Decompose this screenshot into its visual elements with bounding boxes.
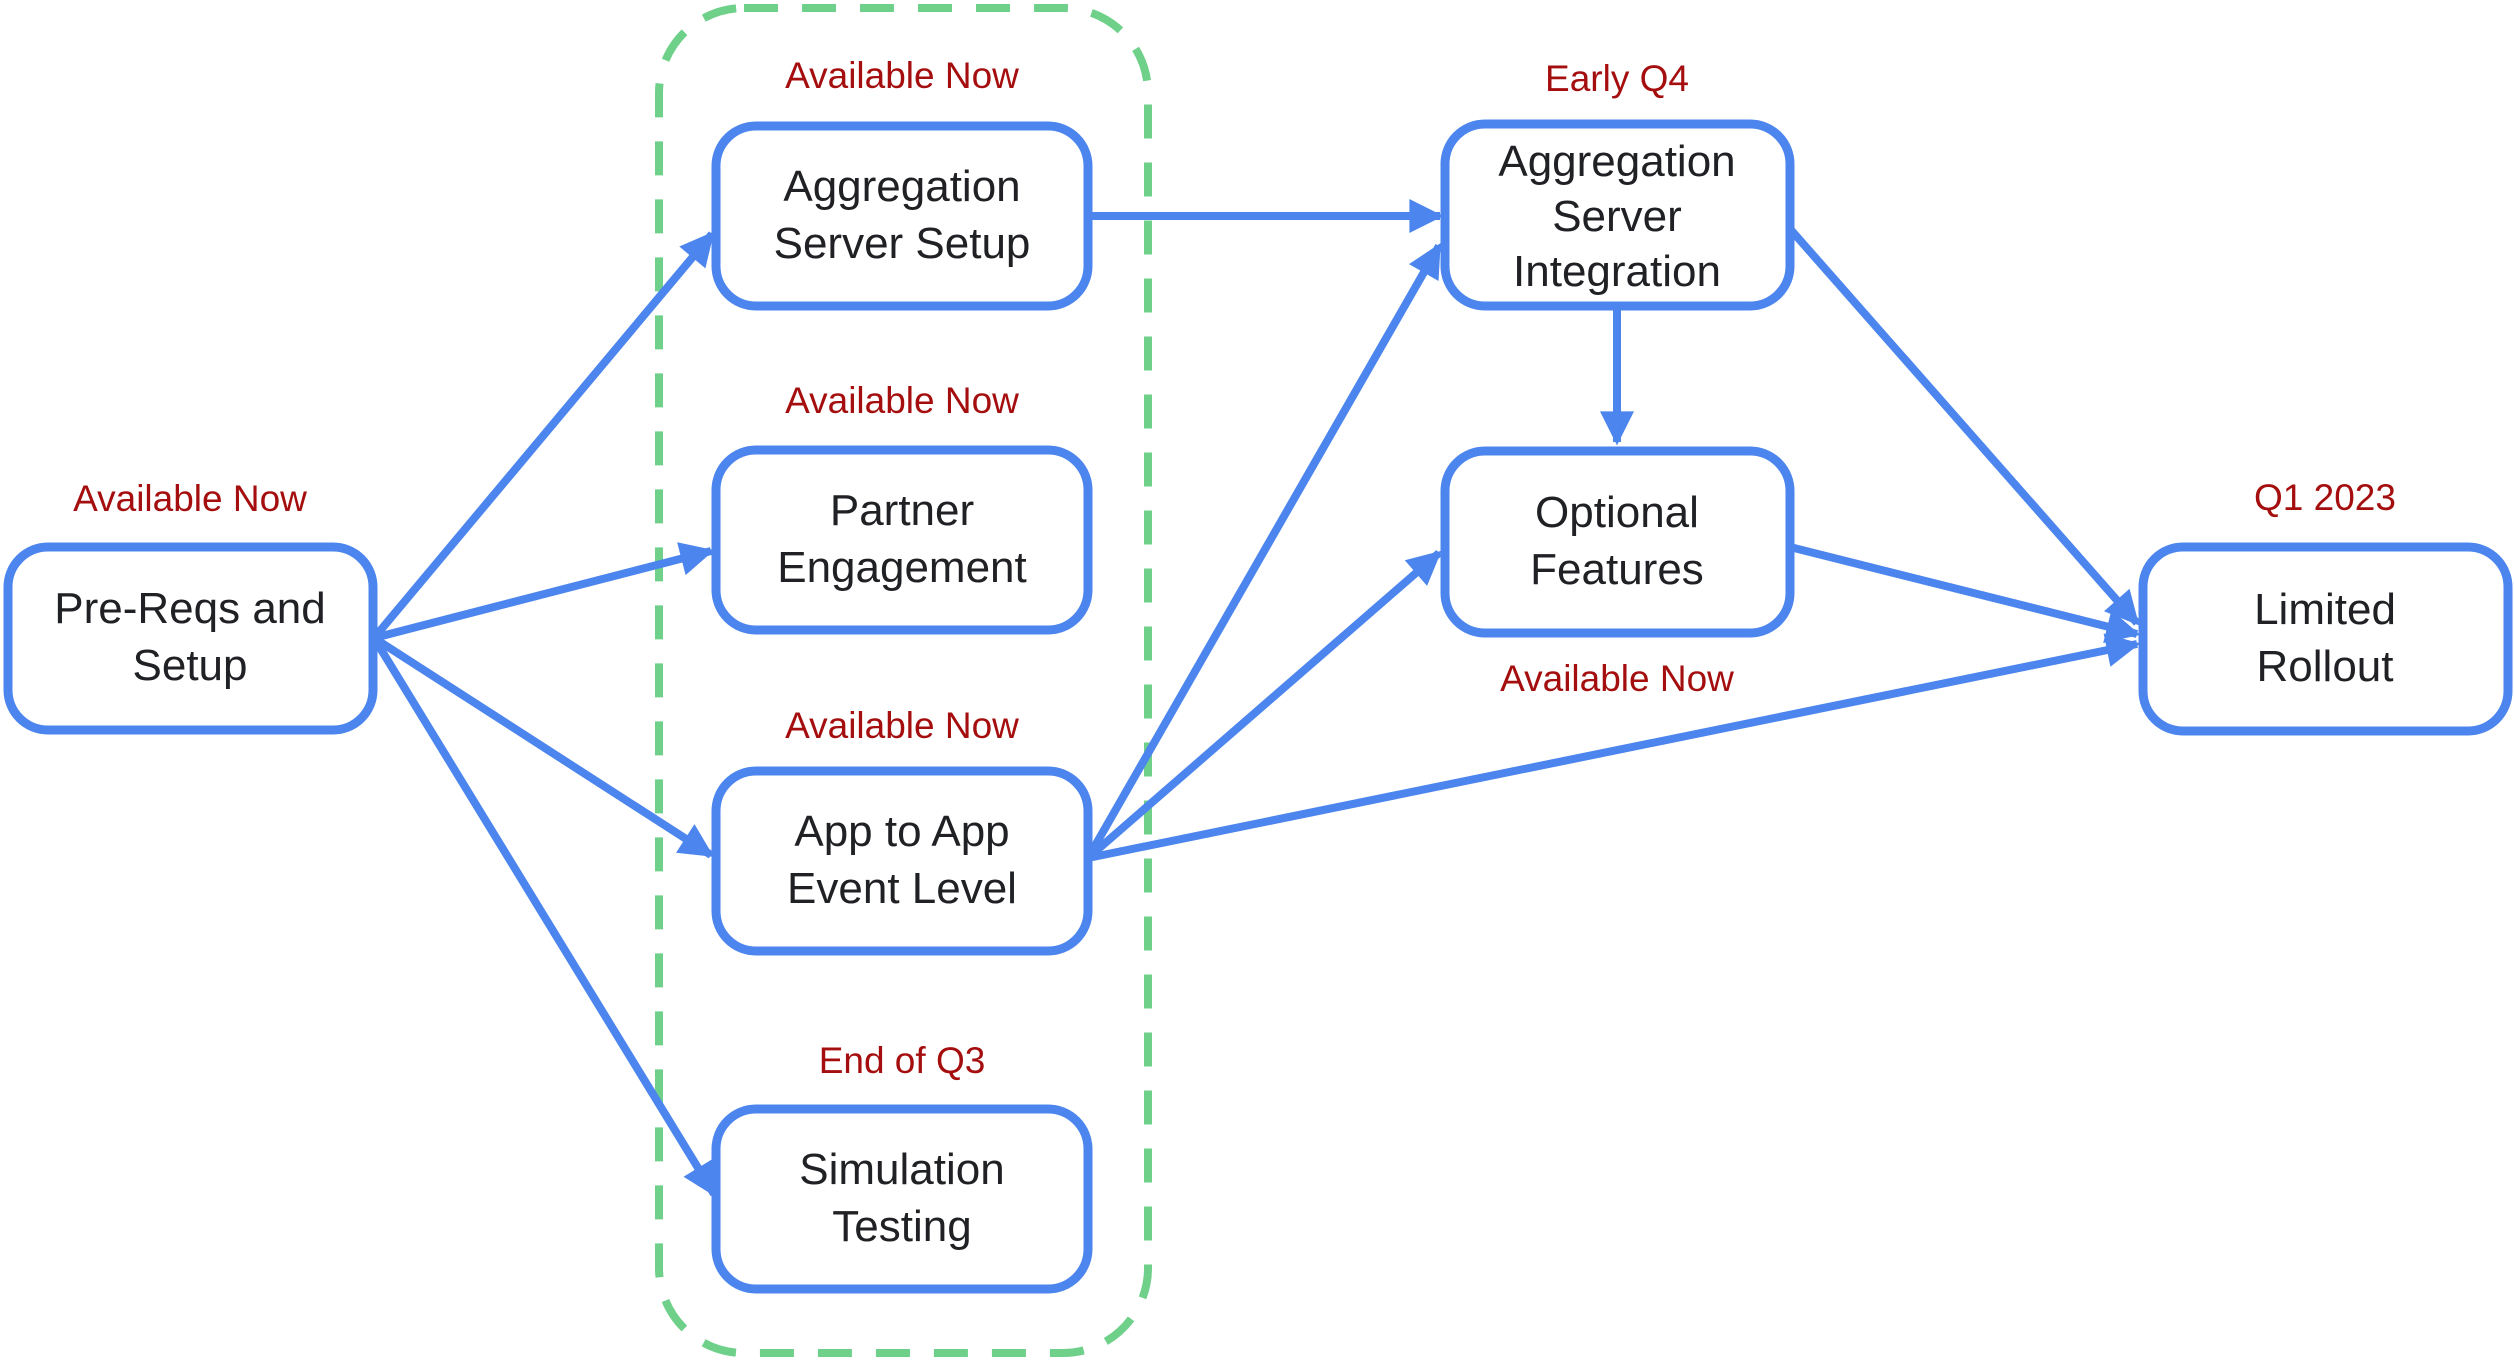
node-label: Aggregation — [783, 162, 1020, 211]
status-label: Q1 2023 — [2254, 477, 2396, 518]
node-label: Setup — [133, 641, 248, 690]
node-partner: Available Now Partner Engagement — [711, 380, 1093, 635]
status-label: Early Q4 — [1545, 58, 1689, 99]
edge-optional-to-rollout — [1789, 543, 2141, 644]
node-label: Event Level — [787, 864, 1017, 913]
node-label: Pre-Reqs and — [54, 584, 325, 633]
phase-group-outline — [655, 4, 1152, 1357]
node-label: Rollout — [2257, 642, 2394, 691]
node-agg-integration: Early Q4 Aggregation Server Integration — [1440, 58, 1795, 311]
node-box — [711, 766, 1093, 956]
node-label: Partner — [830, 486, 974, 535]
node-label: Simulation — [799, 1145, 1004, 1194]
edge-prereqs-to-app-to-app — [371, 634, 714, 859]
status-label: Available Now — [785, 705, 1019, 746]
edge-app-to-app-to-optional — [1085, 549, 1442, 862]
node-box — [2138, 542, 2513, 736]
node-box — [711, 121, 1093, 311]
node-label: Optional — [1535, 488, 1699, 537]
node-label: Integration — [1513, 247, 1721, 296]
edge-prereqs-to-agg-setup — [370, 231, 716, 641]
edge-app-to-app-to-agg-integration — [1084, 243, 1443, 860]
node-label: Aggregation — [1498, 137, 1735, 186]
node-app-to-app: Available Now App to App Event Level — [711, 705, 1093, 956]
node-simulation: End of Q3 Simulation Testing — [711, 1040, 1093, 1294]
status-label: Available Now — [785, 55, 1019, 96]
node-label: Limited — [2254, 585, 2396, 634]
node-label: Features — [1530, 545, 1704, 594]
edge-app-to-app-to-rollout — [1087, 633, 2141, 862]
node-box — [711, 445, 1093, 635]
node-rollout: Q1 2023 Limited Rollout — [2138, 477, 2513, 736]
node-label: Engagement — [777, 543, 1027, 592]
node-label: App to App — [794, 807, 1009, 856]
node-box — [711, 1104, 1093, 1294]
status-label: End of Q3 — [819, 1040, 986, 1081]
edge-prereqs-to-partner — [373, 542, 715, 642]
node-label: Server — [1552, 192, 1682, 241]
status-label: Available Now — [73, 478, 307, 519]
status-label: Available Now — [1500, 658, 1734, 699]
node-prereqs: Available Now Pre-Reqs and Setup — [3, 478, 378, 735]
node-label: Server Setup — [774, 219, 1031, 268]
status-label: Available Now — [785, 380, 1019, 421]
node-label: Testing — [832, 1202, 971, 1251]
edges — [370, 199, 2141, 1197]
edge-prereqs-to-simulation — [370, 635, 718, 1197]
edge-agg-integration-to-rollout — [1787, 227, 2141, 626]
node-box — [3, 542, 378, 735]
node-box — [1440, 446, 1795, 638]
node-optional: Optional Features Available Now — [1440, 446, 1795, 699]
node-agg-setup: Available Now Aggregation Server Setup — [711, 55, 1093, 311]
node-box — [1440, 119, 1795, 311]
